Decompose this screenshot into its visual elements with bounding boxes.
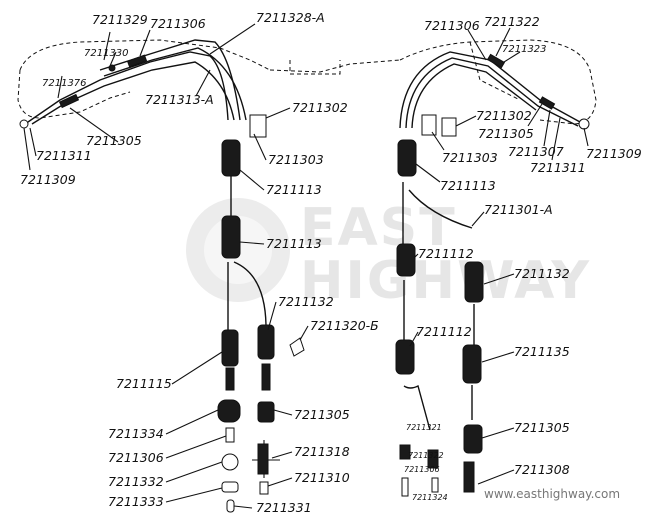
label-7211309: 7211309 [586,146,642,161]
label-7211306: 7211306 [108,450,164,465]
label-7211305: 7211305 [514,420,570,435]
label-7211302: 7211302 [292,100,348,115]
right-column-parts [395,114,484,497]
labels-left: 7211329 7211306 7211328-A 7211330 721137… [20,10,379,515]
label-7211333: 7211333 [108,494,164,509]
right-cable-assembly [399,51,590,130]
label-7211305: 7211305 [478,126,534,141]
clip-part [249,114,267,138]
label-7211334: 7211334 [108,426,164,441]
label-7211305: 7211305 [86,133,142,148]
label-7211302: 7211302 [476,108,532,123]
label-7211318: 7211318 [294,444,350,459]
label-7211376: 7211376 [42,78,87,89]
label-7211112: 7211112 [418,246,474,261]
label-7211328-a: 7211328-A [256,10,325,25]
label-7211305: 7211305 [294,407,350,422]
label-7211309: 7211309 [20,172,76,187]
left-cable-assembly [19,39,247,129]
label-7211306: 7211306 [150,16,206,31]
label-7211112: 7211112 [416,324,472,339]
label-7211306: 7211306 [424,18,480,33]
label-7211311: 7211311 [530,160,586,175]
label-7211301-a: 7211301-A [484,202,553,217]
label-7211135: 7211135 [514,344,570,359]
label-7211310: 7211310 [294,470,350,485]
label-7211307: 7211307 [508,144,564,159]
right-frame-outline [399,39,597,125]
label-7211303: 7211303 [268,152,324,167]
label-7211332: 7211332 [108,474,164,489]
label-7211331: 7211331 [256,500,312,515]
leader-lines [23,23,589,509]
label-7211115: 7211115 [116,376,172,391]
watermark-line2: HIGHWAY [300,251,591,311]
label-7211132: 7211132 [278,294,334,309]
label-7211322: 7211322 [408,451,444,460]
left-frame-outline [17,39,401,119]
labels-right: 7211306 7211322 7211323 7211302 7211305 … [404,14,642,502]
label-7211329: 7211329 [92,12,148,27]
watermark-url: www.easthighway.com [484,487,620,501]
left-column-parts [217,114,305,513]
label-7211113: 7211113 [266,236,322,251]
label-7211132: 7211132 [514,266,570,281]
label-7211311: 7211311 [36,148,92,163]
label-7211322: 7211322 [484,14,540,29]
label-7211323: 7211323 [502,44,547,55]
label-7211313-a: 7211313-A [145,92,214,107]
label-7211113: 7211113 [440,178,496,193]
label-7211321: 7211321 [406,423,442,432]
label-7211330: 7211330 [84,48,129,59]
label-7211308: 7211308 [514,462,570,477]
label-7211320-b: 7211320-Б [310,318,379,333]
label-7211303: 7211303 [442,150,498,165]
label-7211113: 7211113 [266,182,322,197]
label-7211324: 7211324 [412,493,448,502]
label-7211306: 7211306 [404,465,440,474]
